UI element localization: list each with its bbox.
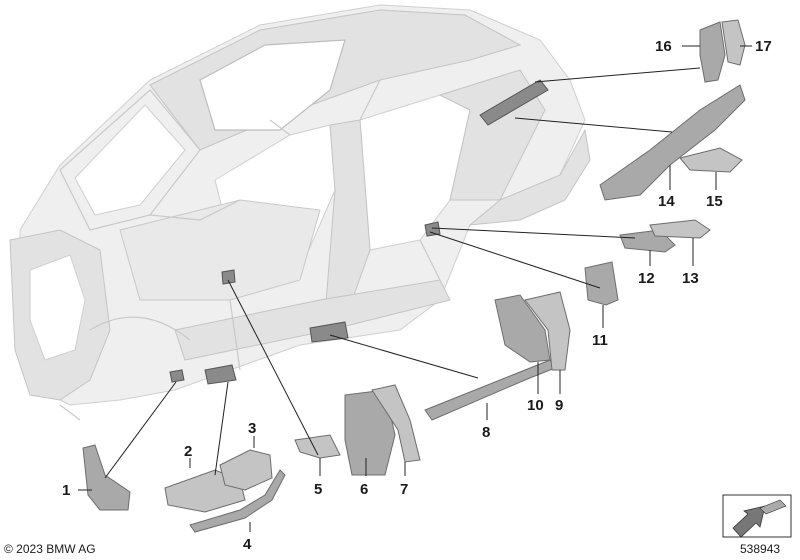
callout-5: 5	[314, 481, 322, 498]
diagram-number: 538943	[740, 542, 780, 556]
part-13-shape	[649, 219, 711, 239]
callout-4: 4	[243, 536, 252, 553]
part-17-shape	[721, 19, 746, 66]
part-16-shape	[699, 21, 726, 83]
callout-16: 16	[655, 38, 672, 55]
leader-lines	[78, 45, 752, 532]
bracket-c-pillar	[479, 79, 549, 126]
callout-7: 7	[400, 481, 408, 498]
part-4-shape	[189, 469, 286, 533]
callout-3: 3	[248, 420, 256, 437]
callout-9: 9	[555, 397, 563, 414]
part-14-shape	[599, 84, 746, 201]
part-9-shape	[524, 291, 571, 371]
part-1-shape	[82, 444, 131, 511]
bracket-front-pillar	[204, 364, 237, 385]
part-11-shape	[584, 261, 619, 306]
copyright-text: © 2023 BMW AG	[4, 542, 96, 556]
callout-2: 2	[184, 443, 192, 460]
callout-6: 6	[360, 481, 368, 498]
callout-1: 1	[62, 482, 70, 499]
part-5-shape	[294, 434, 341, 459]
part-15-shape	[679, 147, 743, 173]
callout-10: 10	[527, 397, 544, 414]
bracket-b-pillar	[424, 221, 441, 237]
part-7-shape	[371, 384, 421, 463]
callout-labels: 1 2 3 4 5 6 7 8 9 10 11 12 13 14 15 16 1…	[62, 38, 772, 553]
bracket-a-pillar	[221, 269, 236, 285]
part-10-shape	[494, 294, 551, 363]
parts-group	[82, 19, 746, 533]
callout-11: 11	[592, 332, 608, 349]
callout-14: 14	[658, 193, 675, 210]
callout-8: 8	[482, 424, 490, 441]
car-body-shell	[9, 4, 591, 421]
callout-15: 15	[706, 193, 723, 210]
bracket-front-lower	[169, 369, 185, 383]
callout-13: 13	[682, 270, 699, 287]
arrow-box-icon	[722, 494, 792, 538]
callout-17: 17	[755, 38, 772, 55]
part-3-shape	[219, 449, 273, 491]
callout-12: 12	[638, 270, 655, 287]
